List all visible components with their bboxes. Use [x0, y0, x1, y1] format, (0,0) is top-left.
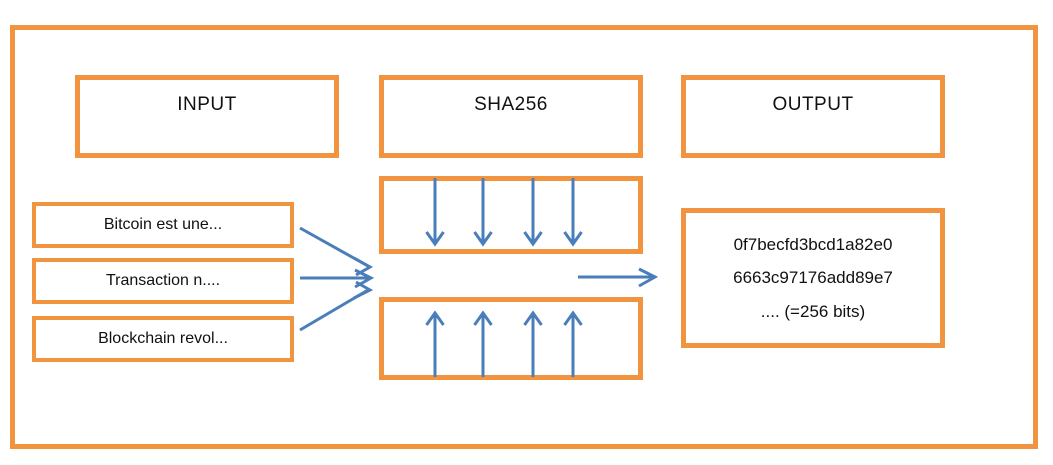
output-hash-line: .... (=256 bits) [760, 301, 866, 321]
column-header-sha256-label: SHA256 [474, 94, 548, 115]
input-message-box: Blockchain revol... [32, 316, 294, 362]
column-header-output-label: OUTPUT [772, 94, 854, 115]
output-hash-line: 0f7becfd3bcd1a82e0 [733, 235, 893, 255]
input-message-box: Transaction n.... [32, 258, 294, 304]
input-message-label: Transaction n.... [105, 272, 221, 289]
output-hash-box: 0f7becfd3bcd1a82e0 6663c97176add89e7 ...… [681, 208, 945, 348]
output-hash-line: 6663c97176add89e7 [733, 268, 893, 288]
column-header-input-label: INPUT [177, 94, 237, 115]
column-header-sha256: SHA256 [379, 75, 643, 158]
column-header-input: INPUT [75, 75, 339, 158]
outer-frame-border [10, 25, 1038, 449]
input-message-label: Blockchain revol... [98, 330, 228, 347]
input-message-box: Bitcoin est une... [32, 202, 294, 248]
sha256-down-arrows-box [379, 176, 643, 254]
input-message-label: Bitcoin est une... [103, 216, 223, 233]
sha256-up-arrows-box [379, 297, 643, 380]
column-header-output: OUTPUT [681, 75, 945, 158]
